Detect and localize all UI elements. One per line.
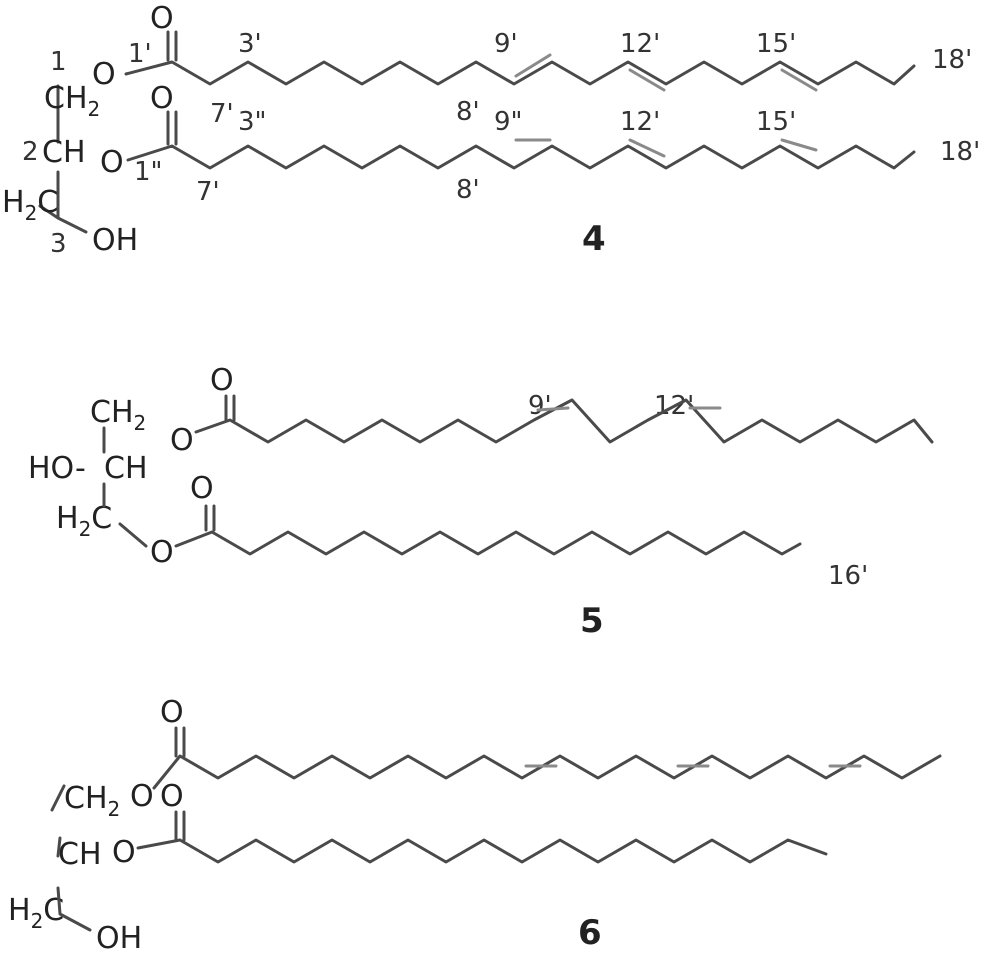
- ester-oxygen-6a: O: [130, 779, 154, 814]
- carbonyl-oxygen-1: O: [150, 1, 174, 36]
- carbonyl-oxygen-6b: O: [160, 779, 184, 814]
- h2c-label-6: H2C: [8, 893, 64, 933]
- ester-oxygen-5b: O: [150, 535, 174, 570]
- chain-1-bonds: [124, 60, 916, 86]
- carbonyl-bond-6a: [174, 726, 186, 758]
- pos-15p: 15': [756, 29, 796, 59]
- ch2-top-label-6: CH2: [64, 781, 120, 821]
- chain-5b-bonds: [118, 522, 802, 556]
- pos-7pp: 7': [196, 177, 220, 207]
- carbonyl-oxygen-6a: O: [160, 695, 184, 730]
- ch-mid-label-5: CH: [104, 451, 148, 486]
- pos-8pp: 8': [456, 175, 480, 205]
- oh-label-6: OH: [96, 921, 142, 956]
- oh-label: OH: [92, 223, 138, 258]
- carbonyl-bond-1: [166, 30, 178, 62]
- pos-2: 2: [22, 137, 39, 167]
- ester-oxygen-2: O: [100, 145, 124, 180]
- compound-5: CH2 HO- CH H2C O O 9' 12' O O 16' 5: [28, 363, 934, 641]
- pos-3: 3: [50, 229, 67, 259]
- compound-number-4: 4: [582, 219, 606, 259]
- pos-18p: 18': [932, 45, 972, 75]
- pos-1p: 1': [128, 39, 152, 69]
- pos-16p-5: 16': [828, 561, 868, 591]
- chain-1-double-bonds: [514, 53, 818, 92]
- carbonyl-oxygen-5a: O: [210, 363, 234, 398]
- carbonyl-bond-5a: [224, 394, 236, 422]
- pos-3pp: 3": [238, 107, 267, 137]
- pos-15pp: 15': [756, 107, 796, 137]
- pos-9pp: 9": [494, 107, 523, 137]
- chain-2-bonds: [126, 144, 916, 170]
- pos-18pp: 18': [940, 137, 980, 167]
- compound-4: 1 CH2 2 CH H2C 3 OH O O 1' 3' 7' 8' 9' 1…: [2, 1, 980, 259]
- chain-2-double-bonds: [514, 138, 818, 158]
- h2c-label: H2C: [2, 185, 58, 225]
- pos-1pp: 1": [134, 157, 163, 187]
- compound-number-6: 6: [578, 913, 602, 953]
- pos-12p: 12': [620, 29, 660, 59]
- ester-oxygen-5a: O: [170, 423, 194, 458]
- carbonyl-oxygen-2: O: [150, 81, 174, 116]
- pos-12pp: 12': [620, 107, 660, 137]
- carbonyl-bond-5b: [204, 504, 216, 532]
- chain-5a-double-bonds: [536, 406, 722, 412]
- h2c-label-5: H2C: [56, 501, 112, 541]
- glycerol-bonds-4: [38, 84, 88, 234]
- ch2-top-label-5: CH2: [90, 395, 146, 435]
- pos-9p: 9': [494, 29, 518, 59]
- carbonyl-bond-2: [166, 110, 178, 146]
- carbonyl-bond-6b: [174, 810, 186, 842]
- chain-5a-bonds: [194, 398, 934, 444]
- ho-label-5: HO-: [28, 451, 86, 486]
- compound-6: CH2 CH H2C OH O O O O 6: [8, 695, 942, 956]
- ch-mid-label-6: CH: [58, 837, 102, 872]
- pos-8p: 8': [456, 97, 480, 127]
- pos-1: 1: [50, 47, 67, 77]
- ch2-top-label: CH2: [44, 81, 100, 121]
- chain-6b-bonds: [136, 838, 828, 864]
- pos-3p: 3': [238, 29, 262, 59]
- glycerol-bonds-6: [50, 784, 92, 932]
- ester-oxygen-6b: O: [112, 835, 136, 870]
- pos-7p: 7': [210, 99, 234, 129]
- chain-6a-bonds: [152, 754, 942, 790]
- carbonyl-oxygen-5b: O: [190, 471, 214, 506]
- compound-number-5: 5: [580, 601, 604, 641]
- ch-mid-label: CH: [42, 135, 86, 170]
- ester-oxygen-1: O: [92, 57, 116, 92]
